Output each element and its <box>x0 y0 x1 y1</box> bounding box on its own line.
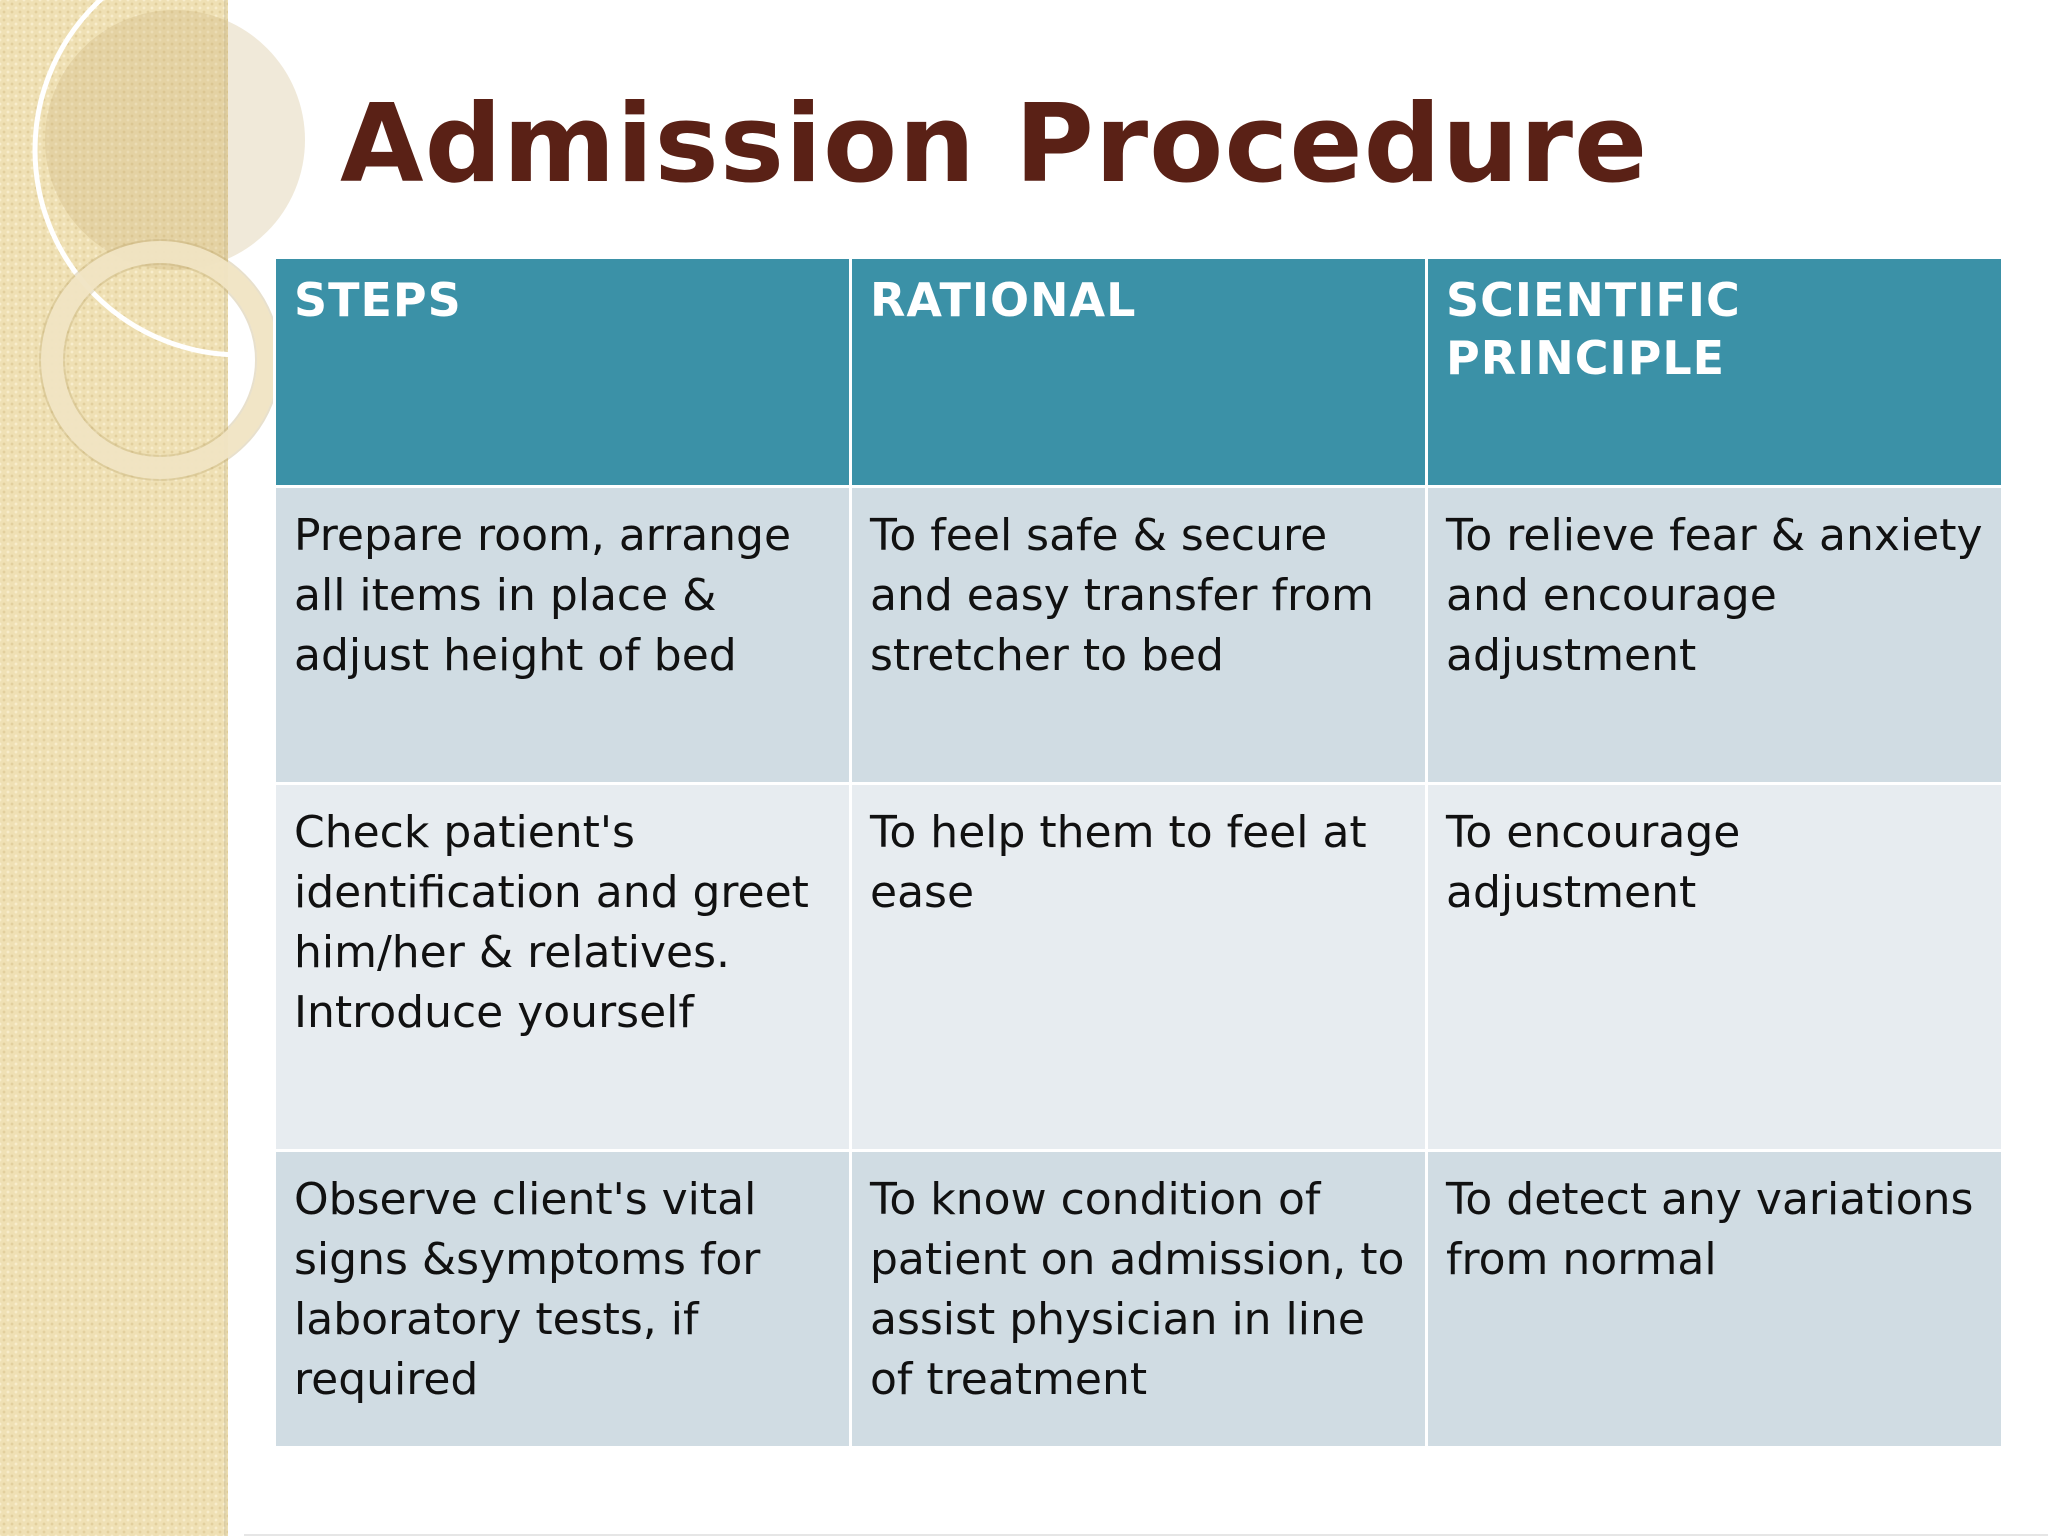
cell-rational: To help them to feel at ease <box>849 782 1428 1152</box>
bottom-divider <box>244 1534 2048 1536</box>
cell-step: Check patient's identification and greet… <box>273 782 852 1152</box>
cell-rational: To know condition of patient on admissio… <box>849 1149 1428 1449</box>
table-row: Observe client's vital signs &symptoms f… <box>273 1149 2004 1449</box>
decorative-side-band <box>0 0 228 1536</box>
table-row: Prepare room, arrange all items in place… <box>273 485 2004 785</box>
header-scientific-principle: SCIENTIFIC PRINCIPLE <box>1425 256 2004 488</box>
cell-step: Prepare room, arrange all items in place… <box>273 485 852 785</box>
header-steps: STEPS <box>273 256 852 488</box>
cell-principle: To detect any variations from normal <box>1425 1149 2004 1449</box>
table-header-row: STEPS RATIONAL SCIENTIFIC PRINCIPLE <box>273 256 2004 488</box>
slide-title: Admission Procedure <box>340 82 1649 207</box>
cell-principle: To relieve fear & anxiety and encourage … <box>1425 485 2004 785</box>
cell-step: Observe client's vital signs &symptoms f… <box>273 1149 852 1449</box>
header-rational: RATIONAL <box>849 256 1428 488</box>
procedure-table: STEPS RATIONAL SCIENTIFIC PRINCIPLE Prep… <box>273 256 2004 1449</box>
side-band-shadow <box>224 0 228 1536</box>
cell-rational: To feel safe & secure and easy transfer … <box>849 485 1428 785</box>
table-row: Check patient's identification and greet… <box>273 782 2004 1152</box>
cell-principle: To encourage adjustment <box>1425 782 2004 1152</box>
